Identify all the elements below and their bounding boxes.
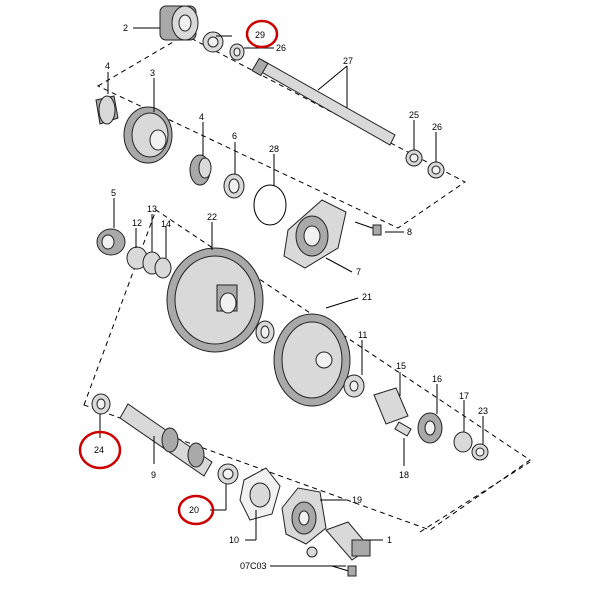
shaft-9	[119, 403, 213, 477]
shaft-1	[325, 521, 371, 561]
shaft-27	[251, 57, 396, 146]
callout-28: 28	[269, 144, 279, 154]
callout-8: 8	[407, 227, 412, 237]
callout-15: 15	[396, 361, 406, 371]
pinion-4-right	[189, 154, 212, 186]
pin-18	[394, 421, 412, 437]
bearing-24	[91, 393, 111, 415]
callout-18: 18	[399, 470, 409, 480]
bearing-16	[417, 412, 443, 444]
callout-14: 14	[161, 219, 171, 229]
seal-20	[217, 463, 239, 485]
gear-2	[159, 5, 199, 41]
callout-22: 22	[207, 212, 217, 222]
highlight-24	[78, 430, 122, 470]
callout-6: 6	[232, 131, 237, 141]
figure-code: 07C03	[240, 561, 267, 571]
lower-assembly-boundary	[83, 209, 531, 531]
ring-17	[453, 431, 473, 453]
gasket-10	[239, 467, 281, 521]
bearing-29	[202, 31, 224, 53]
upper-assembly-boundary	[96, 34, 466, 229]
ring-26-upper	[229, 43, 245, 61]
callout-17: 17	[459, 391, 469, 401]
callout-9: 9	[151, 470, 156, 480]
pinion-4-left	[95, 95, 119, 125]
callout-24: 24	[94, 445, 104, 455]
callout-2: 2	[123, 23, 128, 33]
bolt-8	[354, 221, 382, 236]
bearing-11	[343, 374, 365, 398]
callout-7: 7	[356, 267, 361, 277]
callout-3: 3	[150, 68, 155, 78]
callout-5: 5	[111, 188, 116, 198]
ring-26-lower	[427, 161, 445, 179]
callout-13: 13	[147, 204, 157, 214]
gear-21	[273, 313, 351, 407]
ring-spacer	[255, 320, 275, 344]
callout-4-right: 4	[199, 112, 204, 122]
callout-26-upper: 26	[276, 43, 286, 53]
callout-4-left: 4	[105, 61, 110, 71]
ring-6	[223, 173, 245, 199]
callout-11: 11	[358, 330, 367, 340]
callout-12: 12	[132, 218, 142, 228]
bolt-bottom	[331, 565, 357, 577]
callout-29: 29	[255, 30, 265, 40]
callout-16: 16	[432, 374, 442, 384]
callout-27: 27	[343, 56, 353, 66]
callout-20: 20	[189, 505, 199, 515]
callout-21: 21	[362, 292, 372, 302]
callout-1: 1	[387, 535, 392, 545]
callout-26-lower: 26	[432, 122, 442, 132]
bearing-5	[96, 228, 126, 256]
housing-19	[281, 487, 327, 545]
cover-7	[283, 199, 347, 269]
callout-10: 10	[229, 535, 239, 545]
callout-19: 19	[352, 495, 362, 505]
ring-23	[471, 443, 489, 461]
bearing-15	[373, 387, 409, 425]
oring-28	[253, 184, 287, 226]
gear-22	[166, 247, 264, 353]
callout-23: 23	[478, 406, 488, 416]
highlight-20	[177, 494, 215, 526]
ring-14	[154, 257, 172, 279]
gear-3	[123, 106, 173, 164]
highlight-29	[245, 19, 279, 49]
washer-small	[306, 546, 318, 558]
ring-25	[405, 149, 423, 167]
callout-25: 25	[409, 110, 419, 120]
